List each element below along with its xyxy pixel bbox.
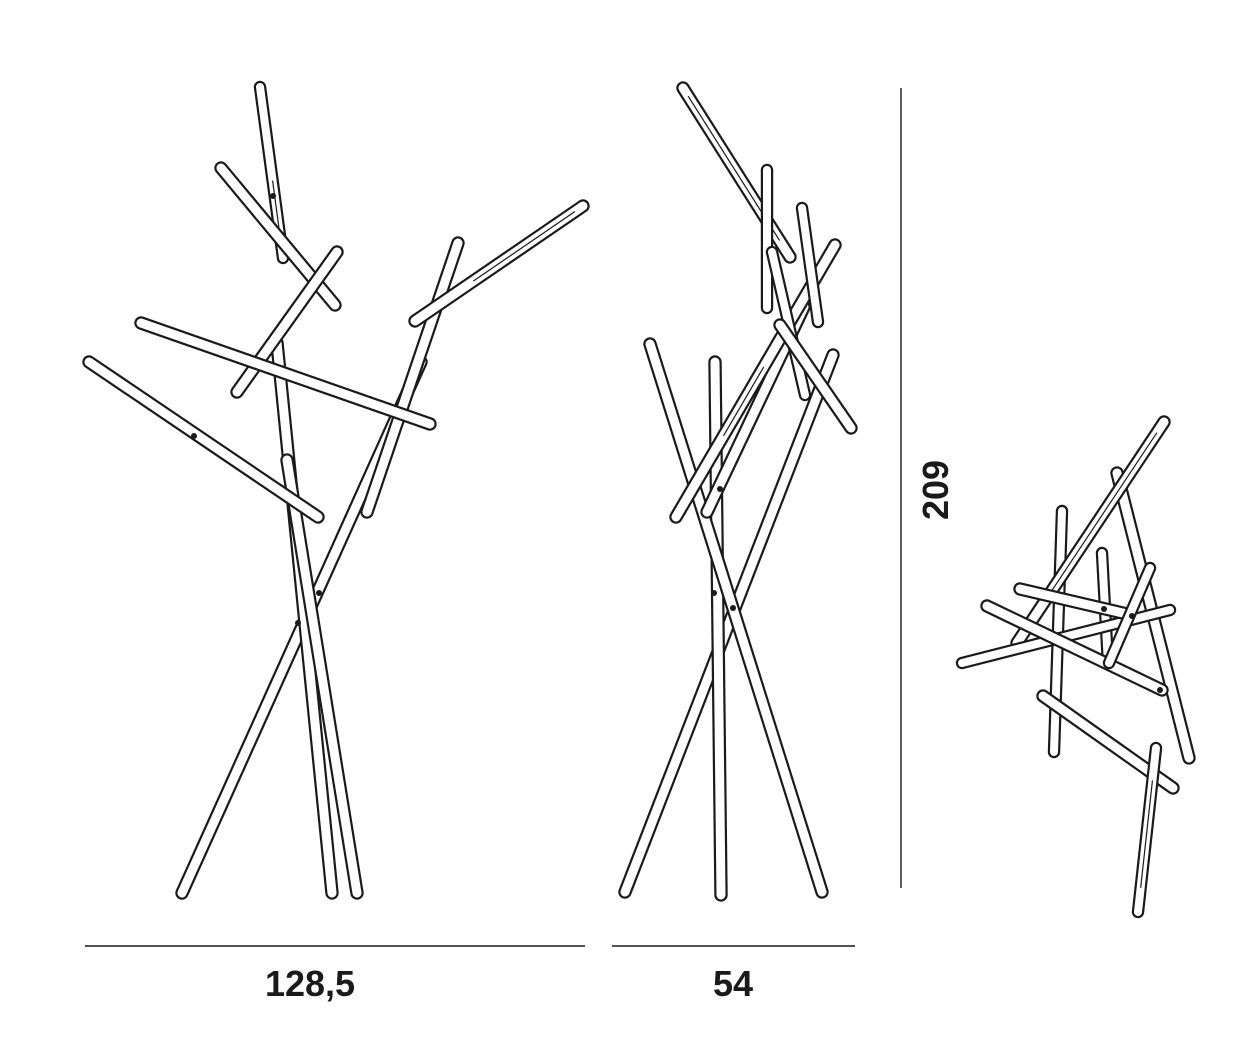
rod	[360, 236, 465, 519]
rod	[1131, 741, 1163, 919]
joint-dot	[316, 590, 322, 596]
joint-dot	[1157, 687, 1163, 693]
joint-dot	[717, 486, 723, 492]
width-total-label: 128,5	[265, 963, 355, 1004]
rod	[618, 348, 840, 899]
rod	[134, 316, 437, 431]
side-view	[618, 81, 858, 902]
top-view	[955, 415, 1196, 919]
joint-dot	[1101, 606, 1107, 612]
joint-dot	[730, 605, 736, 611]
width-side-label: 54	[713, 963, 753, 1004]
rod	[280, 453, 364, 900]
joint-dot	[270, 193, 276, 199]
joint-dot	[191, 433, 197, 439]
joint-dot	[711, 590, 717, 596]
rod	[765, 245, 812, 402]
joint-dot	[1129, 613, 1135, 619]
rod	[1010, 415, 1171, 650]
rod	[643, 337, 829, 899]
rod	[795, 201, 825, 329]
rod	[270, 336, 339, 900]
rod	[773, 318, 858, 435]
front-view	[82, 80, 590, 900]
height-label: 209	[915, 460, 956, 520]
rod	[408, 199, 590, 328]
rod	[676, 81, 797, 264]
rod	[1013, 582, 1134, 621]
rod	[82, 355, 325, 524]
joint-dot	[295, 620, 301, 626]
rod	[980, 599, 1169, 697]
